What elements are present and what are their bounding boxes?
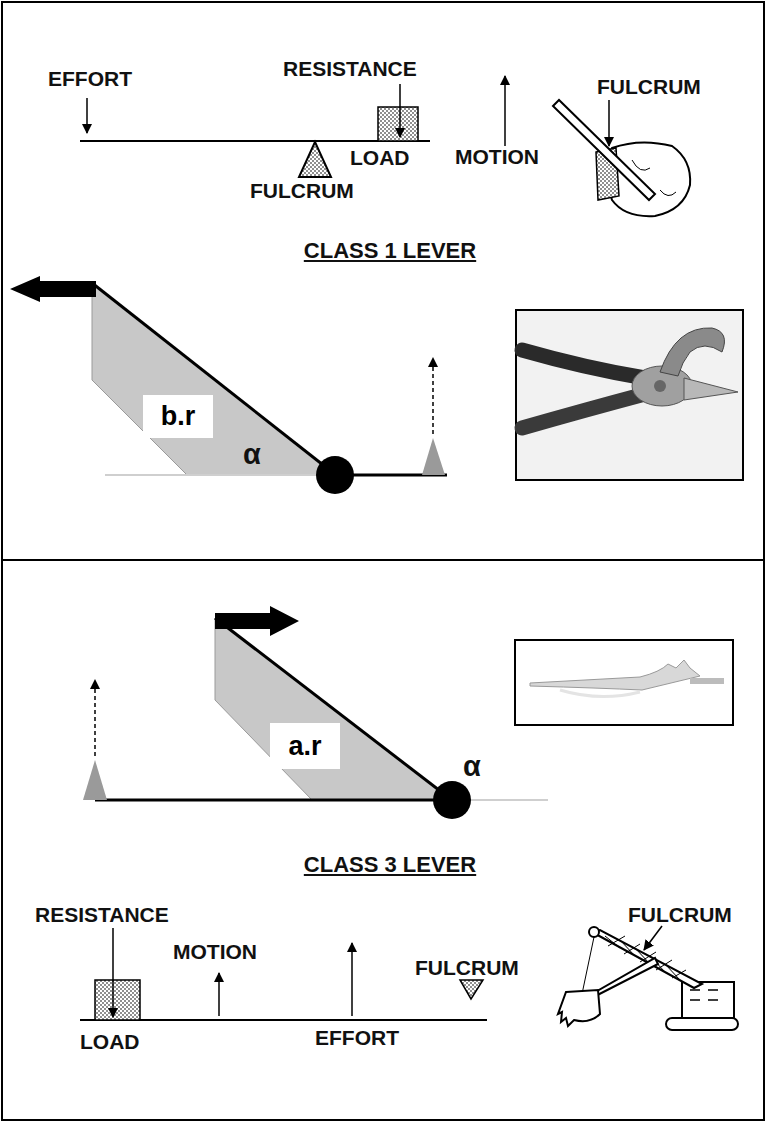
panel-border [2, 2, 764, 560]
crowbar [553, 100, 655, 200]
effort-arrow [86, 98, 88, 133]
photo-frame [516, 310, 743, 480]
reaction-arrow [432, 358, 434, 434]
arm-label: a.r [288, 733, 321, 760]
cab-detail [690, 990, 718, 1000]
pivot-joint [316, 456, 354, 494]
photo-frame [515, 640, 733, 725]
leader-arrow [608, 100, 610, 146]
reaction-arrow [94, 680, 96, 756]
force-arrow [215, 606, 299, 636]
plier-hammer [660, 328, 724, 376]
section-heading: CLASS 1 LEVER [304, 240, 476, 262]
shovel-cab [682, 982, 734, 1018]
moment-area [215, 618, 452, 800]
lever-arm [215, 618, 448, 797]
load-point [83, 760, 107, 800]
force-arrow [10, 276, 96, 302]
part-label: MOTION [173, 941, 257, 962]
shovel-track [666, 1018, 738, 1030]
part-label: EFFORT [48, 68, 132, 89]
boom-sheave [589, 927, 599, 937]
part-label: FULCRUM [597, 76, 701, 97]
hoist-cable [582, 937, 594, 994]
part-label: FULCRUM [250, 180, 354, 201]
effort-arrow [351, 943, 353, 1016]
plier-handle [522, 350, 645, 378]
fulcrum-triangle [299, 142, 331, 177]
part-label: α [243, 440, 261, 469]
photo-background [517, 311, 742, 479]
lever-bar [95, 799, 440, 802]
boom-lattice [605, 936, 686, 980]
plier-jaw [684, 378, 738, 400]
part-label: FULCRUM [415, 957, 519, 978]
label-box: b.r [143, 395, 213, 438]
part-label: EFFORT [315, 1027, 399, 1048]
reference-line [460, 799, 548, 801]
part-label: RESISTANCE [35, 904, 169, 925]
label-box: a.r [270, 723, 340, 769]
knife-blade [530, 660, 700, 690]
section-heading: CLASS 3 LEVER [304, 854, 476, 876]
part-label: LOAD [80, 1031, 140, 1052]
shovel-bucket [558, 990, 600, 1026]
part-label: MOTION [455, 146, 539, 167]
leader-arrow [644, 926, 662, 950]
shovel-boom [592, 930, 702, 988]
resistance-arrow [112, 928, 114, 1017]
knife-reflection [560, 690, 640, 697]
part-label: FULCRUM [628, 904, 732, 925]
load-point [422, 438, 445, 475]
part-label: LOAD [350, 147, 410, 168]
resistance-arrow [399, 84, 401, 137]
part-label: RESISTANCE [283, 58, 417, 79]
moment-area [92, 283, 335, 475]
part-label: α [463, 752, 481, 781]
arm-label: b.r [161, 403, 196, 430]
motion-arrow [504, 76, 506, 146]
rock [608, 142, 690, 216]
panel-border [2, 560, 764, 1120]
plier-pivot [654, 380, 666, 392]
motion-arrow [218, 973, 220, 1016]
reference-line [105, 474, 316, 476]
pivot-joint [433, 781, 471, 819]
plier-handle [522, 394, 645, 428]
lever-arm [92, 283, 332, 472]
load-box [95, 980, 140, 1020]
load-box [378, 107, 418, 141]
knife-handle [690, 678, 724, 684]
fulcrum-triangle [460, 980, 483, 999]
lever-bar [80, 1019, 487, 1021]
